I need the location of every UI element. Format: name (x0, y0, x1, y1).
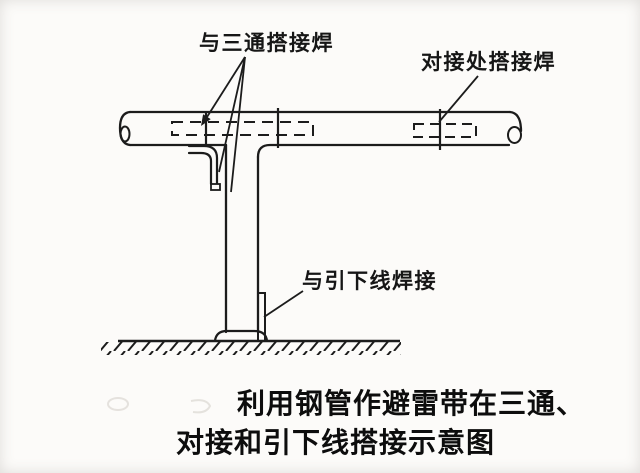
label-butt-lap-weld: 对接处搭接焊 (421, 51, 556, 74)
leader-arrowhead-icon (201, 114, 211, 126)
tee-joint-sleeve (171, 108, 314, 148)
leader-lines (201, 56, 479, 318)
ground-hatching (101, 339, 401, 355)
vertical-pipe (224, 143, 260, 334)
caption-line-2: 对接和引下线搭接示意图 (176, 428, 496, 459)
label-tee-lap-weld: 与三通搭接焊 (199, 32, 334, 55)
horizontal-pipe (118, 110, 523, 159)
tee-elbow-strip (187, 144, 221, 191)
label-down-conductor-weld: 与引下线焊接 (302, 270, 437, 293)
pipe-base-plinth (213, 329, 269, 342)
caption-line-1: 利用钢管作避雷带在三通、 (237, 389, 586, 420)
butt-joint-sleeve (413, 109, 477, 150)
scan-smudge-marks (107, 397, 212, 414)
